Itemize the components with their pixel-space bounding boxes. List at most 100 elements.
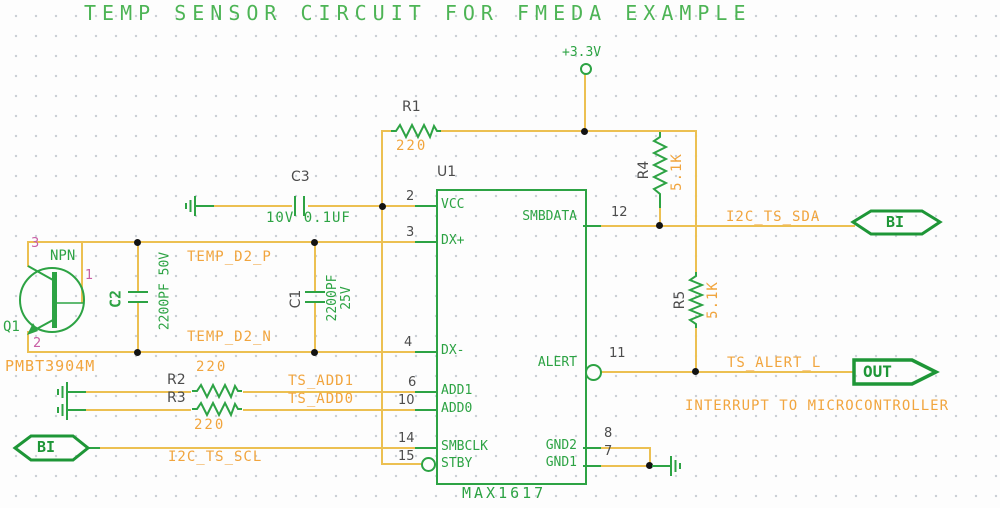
wire-add0-left: [84, 409, 191, 411]
wire-sda: [601, 225, 855, 227]
net-label-temp-d2-p: TEMP_D2_P: [187, 249, 272, 265]
resistor-r5-value: 5.1K: [705, 281, 721, 319]
pin-stub-dxp: [415, 241, 436, 243]
ground-symbol-gnd: [652, 456, 681, 476]
junction-dot: [581, 128, 588, 135]
net-label-i2c-ts-sda: I2C_TS_SDA: [726, 209, 821, 225]
pin-stub-gnd2: [583, 447, 601, 449]
resistor-r3-value: 220: [194, 417, 226, 433]
pin-stub-smbclk: [415, 447, 436, 449]
port-out-alert-label: OUT: [863, 362, 892, 381]
pin-name-dxn: DX-: [441, 343, 465, 358]
wire-vcc-right: [308, 205, 416, 207]
wire-vcc-stby-vertical: [381, 130, 383, 465]
capacitor-c3-value: 10V 0.1UF: [266, 210, 351, 226]
ic-part-number: MAX1617: [462, 484, 547, 502]
junction-dot: [646, 462, 653, 469]
wire-dxp: [27, 241, 416, 243]
net-label-ts-alert-l: TS_ALERT_L: [727, 355, 822, 371]
capacitor-c1-value-block: 2200PF 25V: [325, 274, 354, 322]
transistor-part-number: PMBT3904M: [5, 357, 96, 375]
wire-alert: [599, 371, 855, 373]
ic-max1617-body: [436, 189, 587, 485]
junction-dot: [379, 203, 386, 210]
pin-name-dxp: DX+: [441, 233, 465, 248]
wire-r4-lead: [659, 207, 661, 227]
port-bi-scl-label: BI: [37, 438, 56, 456]
pin-stub-add0: [415, 409, 436, 411]
pin-number-8: 8: [604, 426, 613, 441]
resistor-r3-symbol: [192, 400, 242, 418]
junction-dot: [134, 239, 141, 246]
junction-dot: [311, 239, 318, 246]
capacitor-c1-refdes: C1: [288, 289, 304, 309]
junction-dot: [311, 349, 318, 356]
wire-add0-right: [243, 409, 416, 411]
resistor-r1-symbol: [391, 122, 441, 140]
pin-stub-add1: [415, 391, 436, 393]
pin-number-12: 12: [611, 205, 628, 220]
capacitor-c1-symbol: [305, 291, 325, 303]
resistor-r1-refdes: R1: [402, 99, 421, 115]
pin-number-4: 4: [404, 335, 413, 350]
capacitor-c2-value: 2200PF 50V: [157, 251, 173, 331]
resistor-r4-value: 5.1K: [669, 153, 685, 191]
pin-number-14: 14: [398, 431, 415, 446]
capacitor-c2-refdes: C2: [106, 289, 125, 309]
pin-number-2: 2: [406, 189, 415, 204]
transistor-type-label: NPN: [50, 248, 76, 264]
wire-add1-left: [84, 391, 191, 393]
schematic-title: TEMP SENSOR CIRCUIT FOR FMEDA EXAMPLE: [84, 1, 752, 25]
junction-dot: [656, 222, 663, 229]
power-net-label: +3.3V: [562, 45, 602, 60]
wire-r5-top-lead: [695, 130, 697, 272]
port-out-alert-symbol: [852, 358, 940, 386]
capacitor-c3-refdes: C3: [291, 169, 310, 185]
wire-c1-bottom-lead: [314, 302, 316, 353]
wire-power-rail: [440, 130, 697, 132]
power-symbol-circle: [580, 63, 592, 75]
wire-stby: [381, 463, 421, 465]
wire-add1-right: [243, 391, 416, 393]
pin-name-vcc: VCC: [441, 197, 465, 212]
junction-dot: [134, 349, 141, 356]
wire-gnd1: [601, 465, 653, 467]
resistor-r4-symbol: [651, 132, 669, 208]
resistor-r5-symbol: [687, 272, 705, 328]
wire-base-tap: [81, 241, 83, 303]
wire-gnd2-drop: [649, 447, 651, 467]
capacitor-c2-symbol: [128, 291, 148, 303]
wire-r5-bottom-lead: [695, 326, 697, 374]
ground-symbol-add1: [57, 382, 86, 402]
pin-number-11: 11: [609, 346, 626, 361]
net-label-temp-d2-n: TEMP_D2_N: [187, 329, 272, 345]
pin-name-stby: STBY: [441, 456, 473, 471]
capacitor-c1-voltage: 25V: [339, 286, 354, 310]
alert-inversion-bubble: [585, 364, 602, 381]
wire-c1-top-lead: [314, 242, 316, 292]
pin-number-15: 15: [398, 449, 415, 464]
npn-transistor-symbol: [19, 265, 85, 335]
net-label-ts-add0: TS_ADD0: [288, 391, 355, 407]
port-bi-sda-label: BI: [886, 213, 905, 231]
net-label-i2c-ts-scl: I2C_TS_SCL: [168, 449, 263, 465]
junction-dot: [692, 368, 699, 375]
stby-inversion-bubble: [421, 457, 436, 472]
capacitor-c1-value: 2200PF: [325, 274, 340, 322]
wire-scl: [98, 447, 416, 449]
ground-symbol-c3: [185, 196, 214, 216]
note-interrupt-to-microcontroller: INTERRUPT TO MICROCONTROLLER: [685, 398, 950, 414]
port-bi-scl-symbol: [12, 434, 91, 462]
wire-r1-left-lead: [381, 130, 393, 132]
transistor-refdes: Q1: [3, 319, 20, 335]
resistor-r5-refdes: R5: [672, 290, 688, 310]
pin-number-7: 7: [604, 444, 613, 459]
pin-stub-dxn: [415, 351, 436, 353]
wire-gnd2: [601, 447, 651, 449]
wire-dxn: [27, 351, 416, 353]
pin-name-add0: ADD0: [441, 401, 473, 416]
resistor-r2-value: 220: [196, 359, 228, 375]
ground-symbol-add0: [57, 400, 86, 420]
resistor-r2-refdes: R2: [167, 372, 186, 388]
